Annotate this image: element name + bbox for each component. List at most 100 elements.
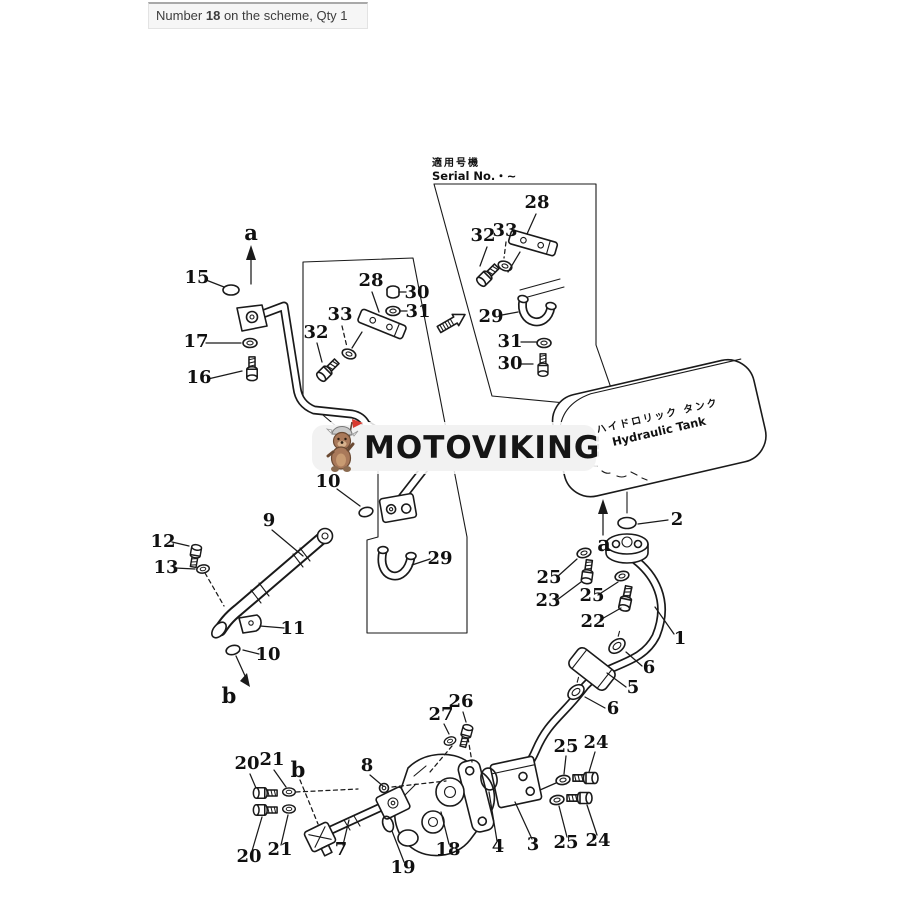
serial-label-en: Serial No.・~ [432,169,516,183]
callout-25-upper: 25 [553,736,578,757]
callout-a-top: a [244,220,258,245]
callout-labels: 15 17 16 a 28 30 31 33 32 32 33 28 29 31… [150,192,686,878]
callout-32-serial: 32 [470,225,495,246]
hose-clamp-6-lower [567,676,585,701]
leader-bracket-washer [351,331,363,349]
note-part-number: 18 [205,8,221,23]
callout-10-upper: 10 [315,471,340,492]
nut-30-mid [386,285,400,299]
pump-18 [394,753,496,857]
o-ring-15 [222,284,240,296]
callout-33-serial: 33 [492,220,517,241]
callout-13: 13 [153,557,178,578]
o-ring-10-upper [358,506,374,518]
callout-27: 27 [428,704,453,725]
callout-23: 23 [535,590,560,611]
washer-13 [195,563,211,575]
bolt-24-lower [566,791,593,805]
callout-24-bottom: 24 [585,830,610,851]
callout-25-right: 25 [579,585,604,606]
brand-name: MOTOVIKING [364,430,601,466]
hose-9 [211,527,334,639]
pipe-left [247,301,433,505]
o-ring-4 [480,767,498,791]
callout-3: 3 [527,834,540,855]
o-ring-2 [617,516,637,530]
hose-clamp-6-upper [608,630,626,655]
outlet-flange-1 [605,533,649,564]
callout-20-upper: 20 [234,753,259,774]
scheme-note: Number 18 on the scheme, Qty 1 [148,2,368,29]
washer-25-left [575,546,593,560]
washer-17 [242,337,258,349]
washer-27 [442,734,458,748]
motoviking-watermark: MOTOVIKING [312,419,599,472]
elbow-fitting [236,304,268,332]
callout-12: 12 [150,531,175,552]
callout-8: 8 [361,755,374,776]
callout-28-mid: 28 [358,270,383,291]
callout-21-upper: 21 [259,749,284,770]
washer-21-upper [281,787,297,797]
bolt-32-serial [474,261,502,289]
o-ring-10-lower [225,644,241,656]
callout-31-mid: 31 [405,301,430,322]
serial-number-box [433,183,619,409]
washer-33-mid [340,346,358,362]
callout-26: 26 [448,691,473,712]
callout-1: 1 [674,628,687,649]
washer-25-right [613,569,631,583]
serial-label-jp: 適用号機 [432,156,480,169]
washer-31-mid [385,305,401,317]
callout-24-upper: 24 [583,732,608,753]
note-prefix: Number [156,8,203,23]
callout-10-lower: 10 [255,644,280,665]
leader-lines [171,213,675,863]
plug-16 [246,356,258,382]
callout-25-left: 25 [536,567,561,588]
bolt-20-upper [252,787,278,799]
clamp-11 [238,614,262,634]
washer-31-serial [536,337,552,349]
callout-29-lower: 29 [427,548,452,569]
callout-5: 5 [627,677,640,698]
callout-20-lower: 20 [236,846,261,867]
clamp-29-lower [377,545,417,581]
callout-29-serial: 29 [478,306,503,327]
leader-lines-dashed [204,241,599,825]
callout-a-right: a [597,531,611,556]
callout-b-bottom: b [291,757,306,782]
viking-bear-mascot-icon [325,419,363,472]
view-arrow-b-left [235,655,250,687]
callout-7: 7 [335,839,348,860]
bolt-32-mid [314,356,342,384]
callout-22: 22 [580,611,605,632]
washer-25-br-upper [554,773,572,787]
callout-18: 18 [435,839,460,860]
callout-9: 9 [263,510,276,531]
direction-arrow-icon [436,313,466,334]
view-arrow-a-top [246,245,256,285]
callout-11: 11 [280,618,305,639]
callout-4: 4 [492,836,505,857]
bolt-20-lower [252,804,278,816]
callout-32-mid: 32 [303,322,328,343]
callout-6-lower: 6 [607,698,620,719]
washer-25-br-lower [548,793,566,807]
o-ring-19 [381,815,395,833]
bolt-12 [187,543,203,569]
callout-15: 15 [184,267,209,288]
bolt-30-serial [537,353,549,378]
callout-2: 2 [671,509,684,530]
bolt-26 [457,722,475,749]
o-ring-8 [378,782,390,794]
washer-33-serial [496,258,514,274]
callout-16: 16 [186,367,211,388]
bolt-24-upper [572,771,599,785]
washer-21-lower [281,804,297,814]
callout-28-serial: 28 [524,192,549,213]
callout-31-serial: 31 [497,331,522,352]
note-suffix: on the scheme, Qty 1 [220,8,348,23]
